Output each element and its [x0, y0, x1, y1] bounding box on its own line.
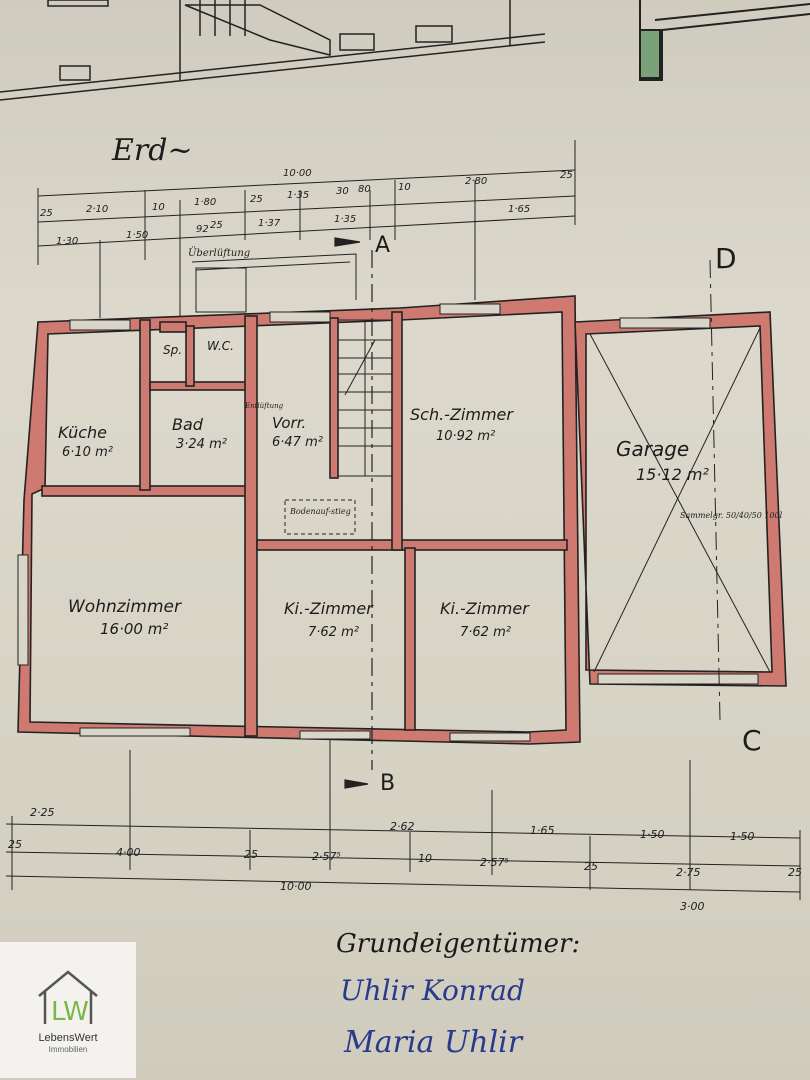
section-mark-d: D	[715, 242, 737, 275]
elevation-sketch-right	[639, 0, 810, 81]
dim-top: 1·80	[194, 197, 216, 208]
room-name-wc: W.C.	[207, 339, 234, 353]
elevation-sketch	[0, 0, 546, 101]
dim-bottom: 25	[8, 838, 22, 851]
ventilation-label: Überlüftung	[188, 247, 250, 259]
windows	[17, 303, 759, 742]
logo-badge: LW LebensWert Immobilien	[0, 942, 136, 1078]
dim-bottom: 2·75	[676, 866, 701, 879]
dim-bottom: 2·62	[390, 820, 415, 833]
logo-sub: Immobilien	[48, 1045, 88, 1054]
bottom-dimension-lines	[5, 740, 801, 900]
dim-top-overall: 10·00	[283, 168, 312, 179]
room-name-schlafzimmer: Sch.-Zimmer	[410, 405, 514, 424]
dim-top: 25	[210, 220, 223, 231]
room-area-kinderzimmer-2: 7·62 m²	[460, 625, 511, 640]
dim-top: 1·50	[126, 230, 148, 241]
dim-bottom: 2·25	[30, 806, 55, 819]
room-name-kueche: Küche	[58, 423, 107, 442]
attic-hatch-label: Bodenauf-stieg	[289, 507, 351, 516]
dim-top: 25	[40, 208, 53, 219]
section-line-ab	[334, 237, 373, 789]
owner-name-2: Maria Uhlir	[343, 1025, 524, 1060]
dim-top: 10	[152, 202, 165, 213]
top-dimension-text: 10·00 25 2·10 10 1·80 25 1·35 30 80 10 2…	[40, 168, 573, 247]
dim-top: 10	[398, 182, 411, 193]
dim-bottom: 4·00	[116, 846, 141, 859]
dim-bottom: 10·00	[280, 880, 312, 893]
dim-bottom: 25	[788, 866, 802, 879]
room-area-garage: 15·12 m²	[636, 465, 709, 484]
vent-exit-label: Entlüftung	[244, 402, 284, 410]
room-name-speis: Sp.	[163, 343, 182, 357]
dim-top: 2·80	[465, 176, 487, 187]
dim-top: 1·65	[508, 204, 530, 215]
room-area-kueche: 6·10 m²	[62, 445, 113, 460]
room-name-garage: Garage	[616, 437, 689, 461]
dim-bottom: 10	[418, 852, 432, 865]
room-area-bad: 3·24 m²	[176, 437, 227, 452]
dim-bottom: 25	[584, 860, 598, 873]
dim-bottom: 1·50	[640, 828, 665, 841]
dim-top: 2·10	[86, 204, 108, 215]
house-logo-icon: LW	[38, 970, 98, 1027]
dim-top: 1·35	[287, 190, 309, 201]
dim-top: 30	[336, 186, 349, 197]
dim-top: 25	[250, 194, 263, 205]
dim-bottom: 2·57⁵	[480, 856, 509, 869]
room-area-wohnzimmer: 16·00 m²	[100, 620, 168, 638]
top-dimension-lines	[37, 140, 576, 318]
dim-bottom: 3·00	[680, 900, 705, 913]
section-mark-a: A	[375, 233, 390, 258]
room-labels: Küche 6·10 m² Sp. W.C. Bad 3·24 m² Vorr.…	[58, 339, 709, 640]
room-area-vorraum: 6·47 m²	[272, 435, 323, 450]
staircase	[337, 319, 393, 477]
dim-bottom: 2·57⁵	[312, 850, 341, 863]
garage-cross	[589, 259, 771, 721]
logo-mark: LW	[51, 997, 89, 1027]
dim-top: 25	[560, 170, 573, 181]
owner-name-1: Uhlir Konrad	[340, 974, 525, 1007]
dim-top: 1·35	[334, 214, 356, 225]
room-name-kinderzimmer-2: Ki.-Zimmer	[440, 599, 530, 618]
room-area-schlafzimmer: 10·92 m²	[436, 429, 495, 444]
section-mark-c: C	[742, 724, 762, 757]
dim-top: 1·30	[56, 236, 78, 247]
dim-bottom: 1·65	[530, 824, 555, 837]
vent-shaft	[191, 253, 357, 313]
walls	[17, 295, 787, 745]
attic-hatch	[284, 499, 356, 535]
room-name-wohnzimmer: Wohnzimmer	[68, 597, 182, 617]
dim-top: 1·37	[258, 218, 281, 229]
bottom-dimension-text: 2·25 2·62 1·65 1·50 1·50 25 4·00 25 2·57…	[8, 806, 802, 913]
dim-bottom: 1·50	[730, 830, 755, 843]
logo-brand: LebensWert	[38, 1032, 98, 1044]
owners-heading: Grundeigentümer:	[336, 929, 580, 959]
room-name-kinderzimmer-1: Ki.-Zimmer	[284, 599, 374, 618]
room-name-vorraum: Vorr.	[272, 414, 306, 432]
dim-top: 80	[358, 184, 371, 195]
cesspit-label: Sammelgr. 50/40/50 100l	[680, 511, 783, 520]
room-name-bad: Bad	[172, 415, 204, 434]
section-mark-b: B	[380, 771, 395, 796]
room-area-kinderzimmer-1: 7·62 m²	[308, 625, 359, 640]
dim-bottom: 25	[244, 848, 258, 861]
dim-top: 92	[196, 224, 209, 235]
floor-label: Erd~	[111, 133, 193, 168]
